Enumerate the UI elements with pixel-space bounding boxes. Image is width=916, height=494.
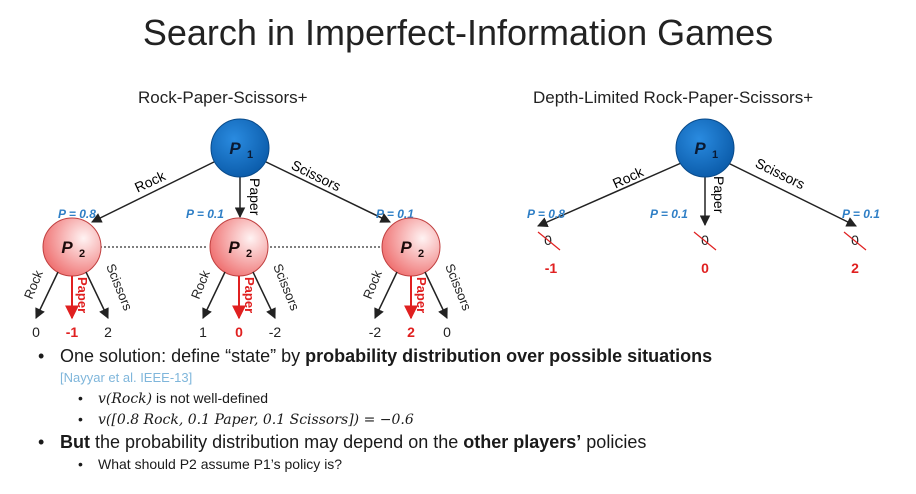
dl-label-scissors: Scissors	[753, 155, 808, 193]
dl-p1-node-label: P	[694, 139, 706, 158]
dl-label-paper: Paper	[711, 176, 727, 214]
p1-node-sub: 1	[247, 149, 253, 161]
svg-text:2: 2	[418, 248, 424, 260]
citation: [Nayyar et al. IEEE-13]	[60, 370, 193, 385]
p2-edge-paper-rock	[202, 271, 226, 319]
dl-prob-rock: P = 0.8	[527, 207, 565, 221]
payoff-scissors-rock: -2	[369, 324, 382, 340]
p2-edge-scissors-rock	[374, 271, 398, 319]
p2-edge-paper-scissors	[252, 271, 276, 319]
bullet-one-solution: One solution: define “state” by probabil…	[38, 344, 898, 368]
bullet-but: But the probability distribution may dep…	[38, 430, 898, 454]
p2-action-label-scissors: Scissors	[270, 262, 302, 314]
dl-leaf-scissors: 0	[843, 231, 867, 251]
label-rock: Rock	[132, 167, 169, 195]
dl-true-value-scissors: 2	[851, 260, 859, 276]
payoff-scissors-scissors: 0	[443, 324, 451, 340]
p1-node	[210, 118, 270, 178]
payoff-rock-paper: -1	[66, 324, 79, 340]
p2-edge-rock-scissors	[85, 271, 109, 319]
left-tree-title: Rock-Paper-Scissors+	[138, 88, 308, 107]
payoff-scissors-paper: 2	[407, 324, 415, 340]
svg-text:0: 0	[851, 232, 859, 248]
p2-node-scissors: P 2	[381, 217, 441, 277]
p2-action-label-paper: Paper	[414, 277, 429, 313]
bullet-text: policies	[581, 432, 647, 452]
payoff-rock-scissors: 2	[104, 324, 112, 340]
edge-rock	[91, 159, 219, 223]
math-equation: v([0.8 Rock, 0.1 Paper, 0.1 Scissors]) =…	[98, 412, 414, 428]
bullet-text: One solution: define “state” by	[60, 346, 306, 366]
p1-node-label: P	[229, 139, 241, 158]
bullet-text: the probability distribution may depend …	[90, 432, 464, 452]
label-scissors: Scissors	[289, 157, 344, 195]
svg-text:0: 0	[701, 232, 709, 248]
prob-paper: P = 0.1	[186, 207, 224, 221]
dl-leaf-rock: 0	[537, 231, 561, 251]
edge-scissors	[261, 159, 391, 223]
payoff-paper-paper: 0	[235, 324, 243, 340]
label-paper: Paper	[247, 178, 263, 216]
payoff-paper-scissors: -2	[269, 324, 282, 340]
dl-prob-paper: P = 0.1	[650, 207, 688, 221]
bullet-list: One solution: define “state” by probabil…	[38, 344, 898, 474]
p2-action-label-rock: Rock	[188, 268, 213, 302]
p2-action-label-paper: Paper	[75, 277, 90, 313]
p2-action-label-scissors: Scissors	[442, 262, 474, 314]
p2-action-label-scissors: Scissors	[103, 262, 135, 314]
dl-leaf-paper: 0	[693, 231, 717, 251]
sub-bullet-text: is not well-defined	[152, 390, 269, 406]
sub-bullet-question: What should P2 assume P1’s policy is?	[38, 454, 898, 474]
p2-action-label-rock: Rock	[360, 268, 385, 302]
p2-node-rock: P 2	[42, 217, 102, 277]
math-expression: v(Rock)	[98, 391, 153, 407]
p2-edge-rock-rock	[35, 271, 59, 319]
slide-title: Search in Imperfect-Information Games	[142, 12, 774, 53]
bullet-bold-other-players: other players’	[463, 432, 582, 452]
svg-text:P: P	[400, 238, 412, 257]
dl-edge-rock	[537, 159, 689, 227]
p2-node-paper: P 2	[209, 217, 269, 277]
p2-action-label-paper: Paper	[242, 277, 257, 313]
svg-text:P: P	[61, 238, 73, 257]
right-tree-title: Depth-Limited Rock-Paper-Scissors+	[533, 88, 814, 107]
svg-text:2: 2	[246, 248, 252, 260]
dl-p1-node-sub: 1	[712, 149, 718, 161]
sub-bullet-value-equation: v([0.8 Rock, 0.1 Paper, 0.1 Scissors]) =…	[38, 409, 898, 430]
dl-p1-node	[675, 118, 735, 178]
bullet-bold-text: probability distribution over possible s…	[305, 346, 713, 366]
svg-text:2: 2	[79, 248, 85, 260]
prob-rock: P = 0.8	[58, 207, 96, 221]
dl-true-value-rock: -1	[545, 260, 558, 276]
p2-edge-scissors-scissors	[424, 271, 448, 319]
p2-action-label-rock: Rock	[21, 268, 46, 302]
dl-prob-scissors: P = 0.1	[842, 207, 880, 221]
dl-edge-scissors	[721, 159, 857, 227]
prob-scissors: P = 0.1	[376, 207, 414, 221]
payoff-paper-rock: 1	[199, 324, 207, 340]
sub-bullet-not-well-defined: v(Rock) is not well-defined	[38, 388, 898, 409]
game-tree-diagram: Rock Paper Scissors P = 0.8 P = 0.1 P = …	[21, 118, 880, 340]
bullet-bold-but: But	[60, 432, 90, 452]
dl-true-value-paper: 0	[701, 260, 709, 276]
svg-text:P: P	[228, 238, 240, 257]
sub-bullet-text: What should P2 assume P1’s policy is?	[98, 456, 343, 472]
dl-label-rock: Rock	[610, 163, 647, 191]
payoff-rock-rock: 0	[32, 324, 40, 340]
